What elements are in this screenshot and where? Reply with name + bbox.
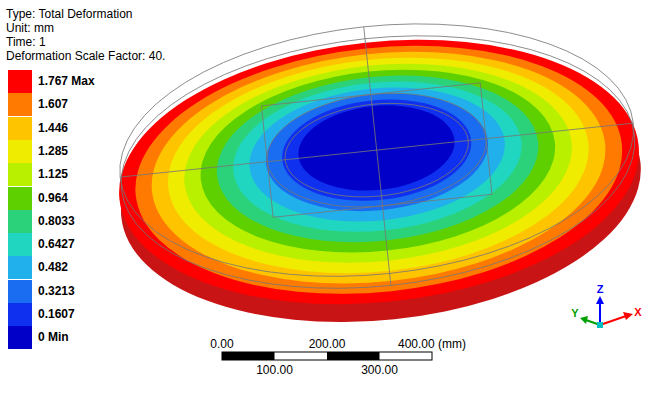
axis-label: Z — [597, 282, 604, 296]
legend-value: 0.8033 — [38, 214, 75, 228]
legend-swatch — [8, 117, 32, 140]
header-text: Unit: mm — [6, 21, 54, 35]
scale-label: 100.00 — [256, 363, 293, 377]
legend-swatch — [8, 280, 32, 303]
legend-value: 0.1607 — [38, 307, 75, 321]
legend-swatch — [8, 93, 32, 116]
legend-swatch — [8, 187, 32, 210]
legend-value: 1.446 — [38, 121, 68, 135]
legend-value: 1.125 — [38, 167, 68, 181]
legend-value: 0.482 — [38, 260, 68, 274]
legend-value: 1.285 — [38, 144, 68, 158]
axis-label: Y — [571, 306, 578, 320]
legend-swatch — [8, 210, 32, 233]
scale-label: 0.00 — [210, 337, 233, 351]
legend-swatch — [8, 163, 32, 186]
legend-swatch — [8, 233, 32, 256]
header-text: Time: 1 — [6, 35, 46, 49]
legend-swatch — [8, 70, 32, 93]
legend-value: 0 Min — [38, 330, 69, 344]
legend-swatch — [8, 303, 32, 326]
legend-value: 1.767 Max — [38, 74, 95, 88]
legend-swatch — [8, 326, 32, 349]
legend-swatch — [8, 256, 32, 279]
axis-triad — [580, 296, 633, 328]
legend-value: 0.6427 — [38, 237, 75, 251]
legend-value: 0.964 — [38, 191, 68, 205]
scale-label: 200.00 — [309, 337, 346, 351]
legend-value: 1.607 — [38, 97, 68, 111]
scale-bar — [222, 352, 432, 360]
legend-value: 0.3213 — [38, 284, 75, 298]
header-text: Type: Total Deformation — [6, 7, 133, 21]
axis-label: X — [634, 305, 641, 319]
scale-label: 300.00 — [361, 363, 398, 377]
scale-label: 400.00 (mm) — [398, 337, 466, 351]
header-text: Deformation Scale Factor: 40. — [6, 49, 165, 63]
legend-swatch — [8, 140, 32, 163]
